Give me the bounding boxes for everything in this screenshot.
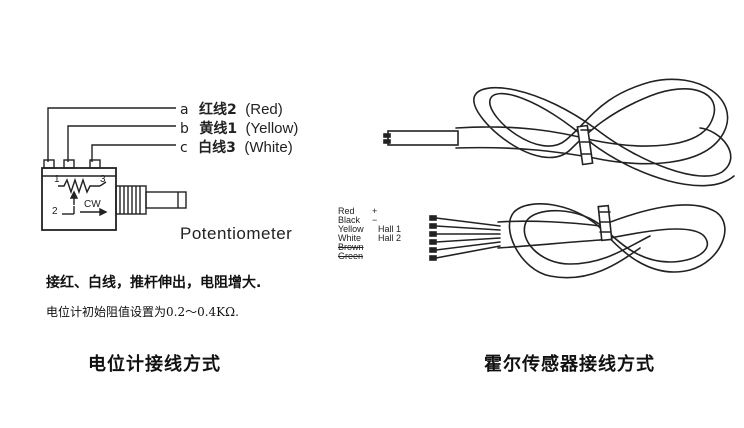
terminal-1-label: 1 <box>54 174 60 185</box>
wire-b-line <box>67 125 176 162</box>
hall-wire-red: Red+ <box>338 206 378 216</box>
potentiometer-drawing <box>41 107 187 231</box>
hall-sensor-section-title: 霍尔传感器接线方式 <box>484 354 655 375</box>
potentiometer-note-1: 接红、白线，推杆伸出，电阻增大. <box>46 275 262 291</box>
wire-c-label: c 白线3 (White) <box>180 137 293 157</box>
pot-shaft <box>145 191 187 209</box>
terminal-2-label: 2 <box>52 206 58 217</box>
wire-a-cn: 红线2 <box>199 102 237 118</box>
wire-c-line <box>91 144 176 162</box>
wire-a-en: (Red) <box>245 101 283 118</box>
potentiometer-caption: Potentiometer <box>180 224 293 243</box>
hall-sensor-drawing-bottom <box>429 203 726 279</box>
wire-b-cn: 黄线1 <box>199 121 238 137</box>
cw-label: CW <box>84 199 101 210</box>
terminal-2 <box>63 159 75 169</box>
wire-c-letter: c <box>180 140 188 156</box>
hall-wire-green: Green <box>338 251 364 261</box>
wire-b-letter: b <box>180 121 189 137</box>
wire-a-line <box>47 107 176 162</box>
resistor-symbol <box>58 177 100 195</box>
wire-a-label: a 红线2 (Red) <box>180 99 283 119</box>
wire-c-cn: 白线3 <box>198 140 236 156</box>
wire-c-en: (White) <box>244 139 293 156</box>
terminal-3-label: 3 <box>100 174 106 185</box>
hall-wire-brown: Brown <box>338 242 364 252</box>
terminal-1 <box>43 159 55 169</box>
wire-b-en: (Yellow) <box>245 120 299 137</box>
wire-a-letter: a <box>180 102 189 118</box>
potentiometer-section-title: 电位计接线方式 <box>88 354 221 375</box>
wire-b-label: b 黄线1 (Yellow) <box>180 118 298 138</box>
hall-sensor-drawing-top <box>383 78 735 187</box>
hall-wire-black: Black− <box>338 215 378 225</box>
potentiometer-note-2: 电位计初始阻值设置为0.2～0.4KΩ. <box>46 305 239 319</box>
